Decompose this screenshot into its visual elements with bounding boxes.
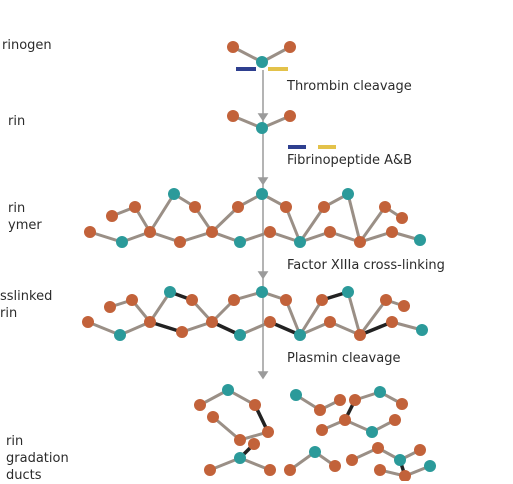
label-fibrin: rin [8, 114, 26, 129]
label-thrombin-cleavage: Thrombin cleavage [287, 79, 412, 94]
fibrinogen-molecule [227, 41, 296, 71]
label-crosslinked-fibrin: sslinked rin [0, 289, 53, 321]
label-plasmin-cleavage: Plasmin cleavage [287, 351, 401, 366]
process-arrow [257, 70, 269, 380]
crosslinked-fibrin [82, 286, 428, 341]
label-fibrinogen: rinogen [2, 38, 52, 53]
label-fibrinopeptide: Fibrinopeptide A&B [287, 153, 413, 168]
degradation-products [194, 384, 436, 481]
fibrin-polymer [89, 191, 421, 244]
label-fibrin-polymer: rin ymer [8, 201, 42, 233]
fibrin-monomer [227, 110, 336, 149]
label-degradation-products: rin gradation ducts [6, 434, 69, 483]
fibrin-polymer-nodes [84, 188, 426, 248]
label-factor-xiiia: Factor XIIIa cross-linking [287, 258, 445, 273]
